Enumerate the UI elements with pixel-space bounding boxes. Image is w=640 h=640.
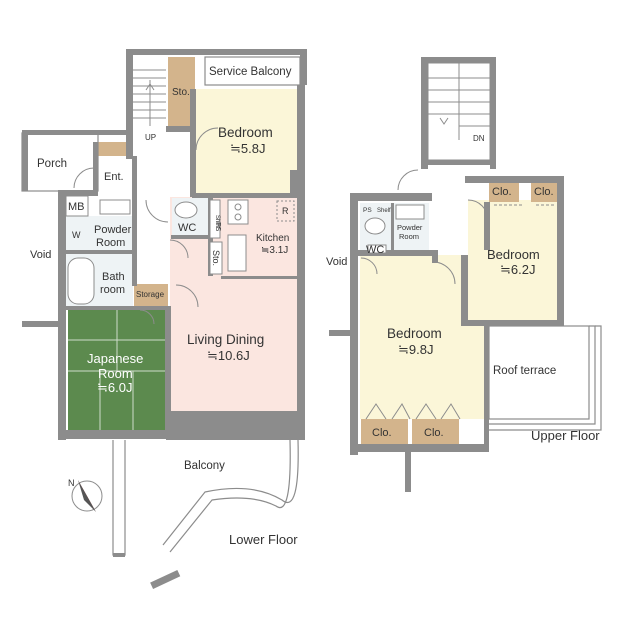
upper-closet-3-area bbox=[361, 419, 408, 444]
service-balcony-label: Service Balcony bbox=[209, 66, 292, 78]
lower-stairs bbox=[133, 69, 166, 126]
void-label: Void bbox=[30, 249, 51, 261]
upper-shelf-label: Shelf bbox=[377, 208, 391, 214]
balcony-label: Balcony bbox=[184, 460, 225, 472]
entrance-label: Ent. bbox=[104, 171, 124, 183]
mb-label: MB bbox=[68, 201, 85, 213]
upper-doors bbox=[360, 169, 556, 420]
lower-floor-title: Lower Floor bbox=[229, 532, 298, 547]
upper-wc-label: WC bbox=[366, 244, 384, 256]
roof-terrace-outline bbox=[488, 325, 602, 431]
lower-doors bbox=[73, 127, 219, 325]
closet-label-4: Clo. bbox=[424, 427, 444, 439]
lower-labels: Service Balcony Sto. Bedroom ≒5.8J Porch… bbox=[30, 66, 298, 547]
bedroom-size: ≒5.8J bbox=[230, 141, 265, 156]
upper-closet-2-area bbox=[531, 180, 561, 202]
storage-label: Storage bbox=[136, 290, 165, 299]
powder-room-label-2: Room bbox=[96, 237, 125, 249]
powder-room-area bbox=[65, 216, 133, 252]
upper-bedroom-small-name: Bedroom bbox=[487, 247, 540, 262]
upper-bedroom-large-size: ≒9.8J bbox=[398, 342, 433, 357]
storage-top-label: Sto. bbox=[172, 87, 190, 98]
upper-closet-1-area bbox=[489, 180, 519, 202]
closet-label-2: Clo. bbox=[534, 186, 554, 198]
lower-floor: N Service Balcony Sto. Bedroom ≒5.8J Por… bbox=[21, 49, 307, 589]
upper-powder-label-2: Room bbox=[399, 232, 419, 241]
closet-label-1: Clo. bbox=[492, 186, 512, 198]
balcony-outline bbox=[112, 439, 299, 589]
compass: N bbox=[68, 478, 103, 512]
porch-outline bbox=[21, 130, 126, 192]
upper-labels: DN Clo. Clo. Clo. Clo. Bedroom ≒6.2J Bed… bbox=[326, 134, 600, 443]
service-balcony-outline bbox=[204, 56, 301, 86]
lower-walls bbox=[22, 49, 307, 440]
porch-label: Porch bbox=[37, 158, 67, 170]
wc-label: WC bbox=[178, 222, 196, 234]
upper-powder-label-1: Powder bbox=[397, 223, 423, 232]
lower-fixtures bbox=[65, 195, 295, 305]
shelf-label: Shelf bbox=[214, 215, 220, 229]
upper-stairs bbox=[427, 62, 491, 161]
closet-label-3: Clo. bbox=[372, 427, 392, 439]
storage-small-label: Sto. bbox=[211, 250, 221, 266]
tatami-mats bbox=[68, 309, 166, 433]
kitchen-size: ≒3.1J bbox=[261, 245, 288, 256]
kitchen-name: Kitchen bbox=[256, 233, 289, 244]
refrigerator-label: R bbox=[282, 206, 289, 216]
japanese-room-size: ≒6.0J bbox=[97, 380, 132, 395]
bath-room-label-1: Bath bbox=[102, 271, 125, 283]
upper-floor: DN Clo. Clo. Clo. Clo. Bedroom ≒6.2J Bed… bbox=[326, 57, 602, 492]
dn-label: DN bbox=[473, 134, 485, 143]
bedroom-name: Bedroom bbox=[218, 125, 273, 140]
living-dining-size: ≒10.6J bbox=[207, 348, 250, 363]
living-dining-name: Living Dining bbox=[187, 332, 264, 347]
washer-label: W bbox=[72, 230, 81, 240]
upper-floor-title: Upper Floor bbox=[531, 428, 600, 443]
upper-bedroom-large-name: Bedroom bbox=[387, 326, 442, 341]
upper-bedroom-small-size: ≒6.2J bbox=[500, 262, 535, 277]
upper-fixtures bbox=[364, 204, 425, 254]
roof-terrace-label: Roof terrace bbox=[493, 365, 556, 377]
upper-closet-4-area bbox=[412, 419, 459, 444]
japanese-room-name-2: Room bbox=[98, 366, 133, 381]
bath-room-label-2: room bbox=[100, 284, 125, 296]
powder-room-label-1: Powder bbox=[94, 224, 132, 236]
bedroom-area bbox=[195, 89, 297, 195]
storage-area bbox=[134, 284, 168, 306]
upper-walls bbox=[329, 57, 564, 492]
japanese-room-name-1: Japanese bbox=[87, 351, 143, 366]
compass-north-label: N bbox=[68, 478, 75, 488]
storage-entry-area bbox=[97, 142, 132, 156]
upper-void-label: Void bbox=[326, 256, 347, 268]
upper-ps-label: PS bbox=[363, 207, 372, 214]
up-label: UP bbox=[145, 133, 156, 142]
ps-label: PS bbox=[214, 222, 221, 232]
